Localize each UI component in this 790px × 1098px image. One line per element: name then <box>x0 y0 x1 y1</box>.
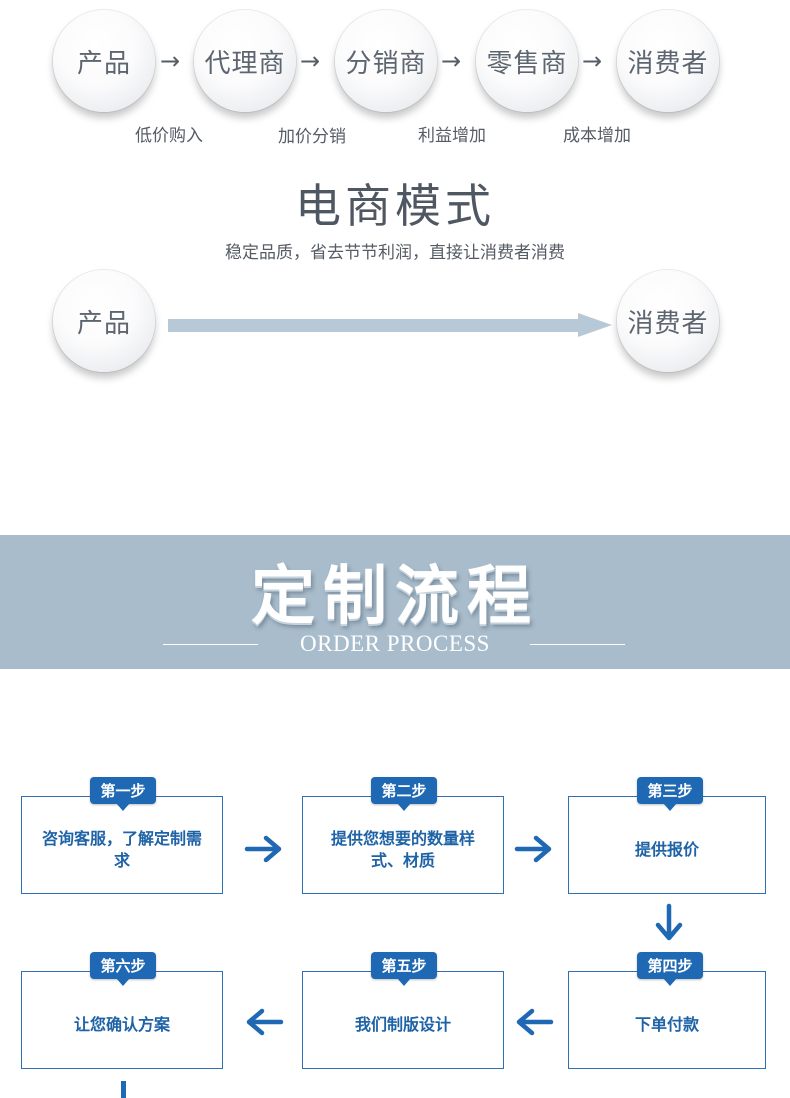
step-5-tag: 第五步 <box>371 952 437 986</box>
label-cost-increase: 成本增加 <box>563 126 631 146</box>
banner-title: 定制流程 <box>251 560 539 634</box>
node-label: 消费者 <box>627 308 709 339</box>
node-product: 产品 <box>53 10 155 112</box>
banner-divider-left <box>163 644 258 645</box>
step-6-box: 让您确认方案 <box>21 971 223 1069</box>
label-buy-low: 低价购入 <box>135 126 203 146</box>
node-agent: 代理商 <box>194 10 296 112</box>
step-1-box: 咨询客服，了解定制需求 <box>21 796 223 894</box>
ecommerce-node-product: 产品 <box>53 270 155 372</box>
step-6-tag: 第六步 <box>90 952 156 986</box>
banner-divider-right <box>530 644 625 645</box>
arrow-down-partial-icon <box>121 1081 126 1098</box>
ecommerce-title: 电商模式 <box>295 179 495 233</box>
banner-subtitle: ORDER PROCESS <box>300 631 490 656</box>
ecommerce-node-consumer: 消费者 <box>617 270 719 372</box>
node-label: 分销商 <box>345 48 427 79</box>
arrow-left-icon <box>246 1008 284 1036</box>
direct-arrow-head <box>578 313 612 337</box>
direct-arrow-shaft <box>168 319 580 332</box>
node-distributor: 分销商 <box>335 10 437 112</box>
step-4-box: 下单付款 <box>568 971 766 1069</box>
arrow-right-icon <box>244 835 282 863</box>
step-5-box: 我们制版设计 <box>302 971 504 1069</box>
flow-arrow: → <box>160 47 181 75</box>
step-4-tag: 第四步 <box>637 952 703 986</box>
step-3-box: 提供报价 <box>568 796 766 894</box>
step-2-tag: 第二步 <box>371 777 437 811</box>
step-1-tag: 第一步 <box>90 777 156 811</box>
step-4-text: 下单付款 <box>634 1015 699 1034</box>
node-label: 消费者 <box>627 48 709 79</box>
arrow-right-icon <box>514 835 552 863</box>
process-banner: 定制流程 ORDER PROCESS <box>0 535 790 669</box>
step-2-text: 提供您想要的数量样式、材质 <box>330 829 475 870</box>
flow-arrow: → <box>582 47 603 75</box>
step-1-text: 咨询客服，了解定制需求 <box>41 829 202 870</box>
arrow-down-icon <box>655 903 683 941</box>
node-label: 代理商 <box>204 48 286 79</box>
arrow-left-icon <box>516 1008 554 1036</box>
node-label: 产品 <box>76 48 131 79</box>
label-profit-increase: 利益增加 <box>418 126 486 146</box>
flow-arrow: → <box>441 47 462 75</box>
node-retailer: 零售商 <box>476 10 578 112</box>
step-3-text: 提供报价 <box>634 840 699 859</box>
ecommerce-subtitle: 稳定品质，省去节节利润，直接让消费者消费 <box>225 243 565 263</box>
flow-arrow: → <box>300 47 321 75</box>
node-label: 产品 <box>76 308 131 339</box>
step-6-text: 让您确认方案 <box>73 1015 170 1034</box>
step-3-tag: 第三步 <box>637 777 703 811</box>
label-markup-distribute: 加价分销 <box>278 127 346 147</box>
node-consumer: 消费者 <box>617 10 719 112</box>
node-label: 零售商 <box>486 48 568 79</box>
step-5-text: 我们制版设计 <box>354 1015 451 1034</box>
